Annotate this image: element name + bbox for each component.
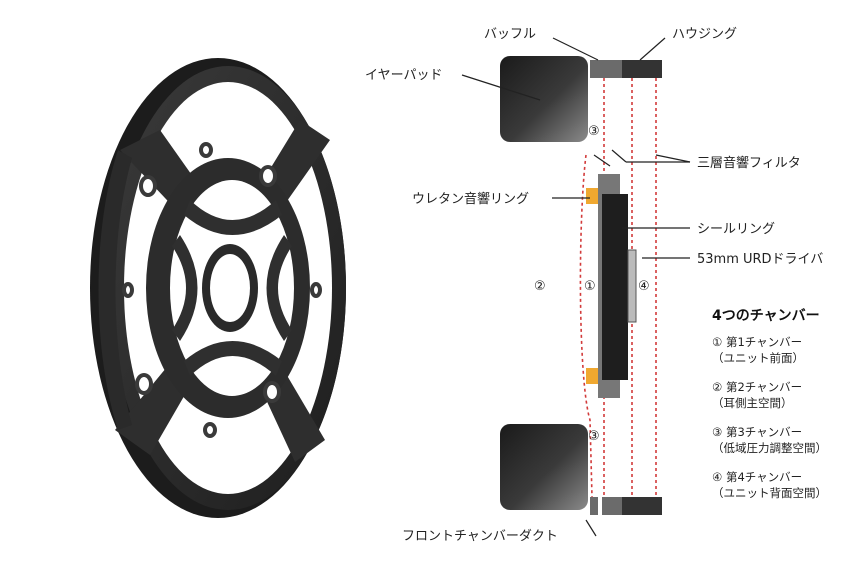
label-filter: 三層音響フィルタ <box>697 155 801 171</box>
earpad-bottom <box>500 424 588 510</box>
legend-item-3-line1: ③ 第3チャンバー <box>712 425 802 439</box>
baffle-top <box>590 60 622 78</box>
seal-ring <box>602 194 628 380</box>
label-earpad: イヤーパッド <box>365 68 442 83</box>
legend-item-4-line2: （ユニット背面空間） <box>712 486 827 500</box>
legend-item-2-line1: ② 第2チャンバー <box>712 380 802 394</box>
cross-section <box>461 37 691 537</box>
urethane-ring-top <box>586 188 598 204</box>
housing-bottom <box>622 497 662 515</box>
filter-lines <box>579 78 657 498</box>
marker-chamber-1: ① <box>584 279 596 294</box>
baffle-bottom <box>590 497 622 515</box>
housing-top <box>622 60 662 78</box>
label-duct: フロントチャンバーダクト <box>402 529 558 544</box>
chamber-legend: 4つのチャンバー ① 第1チャンバー （ユニット前面） ② 第2チャンバー （耳… <box>712 308 827 500</box>
ring-part-render <box>90 58 346 518</box>
label-urethane-ring: ウレタン音響リング <box>412 191 529 207</box>
marker-chamber-4: ④ <box>638 279 650 294</box>
legend-item-2-line2: （耳側主空間） <box>712 396 793 410</box>
legend-item-3-line2: （低域圧力調整空間） <box>712 441 827 455</box>
legend-item-1-line2: （ユニット前面） <box>712 351 804 365</box>
label-baffle: バッフル <box>484 27 536 42</box>
legend-item-4-line1: ④ 第4チャンバー <box>712 470 802 484</box>
marker-chamber-3-bottom: ③ <box>588 429 600 444</box>
earpad-top <box>500 56 588 142</box>
label-driver: 53mm URDドライバ <box>697 252 823 267</box>
urethane-ring-bottom <box>586 368 598 384</box>
label-seal-ring: シールリング <box>697 222 775 237</box>
legend-item-1-line1: ① 第1チャンバー <box>712 335 802 349</box>
label-housing: ハウジング <box>672 27 737 42</box>
marker-chamber-2: ② <box>534 279 546 294</box>
marker-chamber-3-top: ③ <box>588 124 600 139</box>
legend-title: 4つのチャンバー <box>712 308 820 324</box>
driver-magnet <box>627 249 637 323</box>
